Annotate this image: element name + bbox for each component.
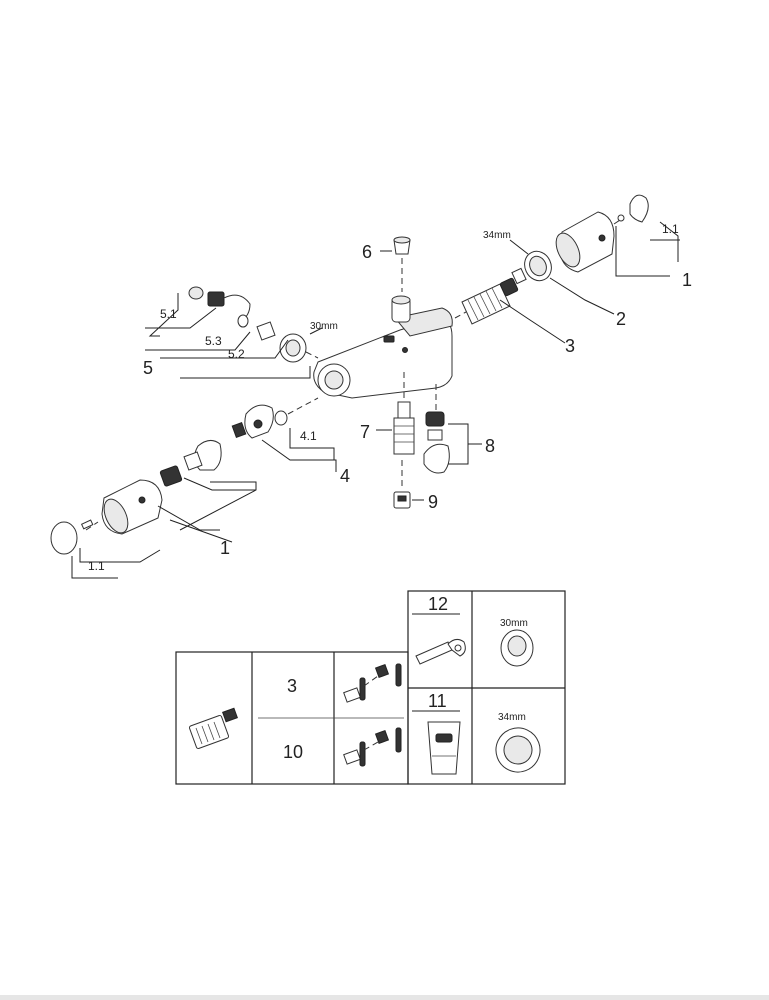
nut-30mm-icon (500, 629, 534, 667)
box-12-size: 30mm (500, 618, 528, 629)
part-8-handle-set: 8 (423, 384, 495, 474)
box-11-size: 34mm (498, 712, 526, 723)
cartridge-thermometer-icon-bottom (343, 727, 402, 767)
label-1-1-right: 1.1 (662, 222, 679, 236)
part-5-assembly: 5.1 5.3 5.2 30mm 5 (143, 286, 338, 379)
label-1-left: 1 (220, 538, 230, 558)
part-7-valve: 7 (360, 372, 415, 455)
row-bottom-number: 10 (283, 742, 303, 762)
label-30mm-top: 30mm (310, 321, 338, 332)
ring-34mm-icon (495, 727, 541, 773)
mixer-body (313, 295, 453, 399)
key-tool-icon (427, 721, 461, 775)
part-3-thermostat-cartridge: 3 (454, 267, 575, 356)
label-4: 4 (340, 466, 350, 486)
row-top-number: 3 (287, 676, 297, 696)
wrench-icon (415, 638, 466, 665)
spare-parts-table: 3 10 12 30mm 11 (175, 590, 566, 785)
part-1-handle-right: 1.1 1 (555, 194, 692, 290)
label-5: 5 (143, 358, 153, 378)
label-1-right: 1 (682, 270, 692, 290)
cartridge-thermometer-icon-top (343, 663, 402, 703)
label-3: 3 (565, 336, 575, 356)
label-2: 2 (616, 309, 626, 329)
box-11-number: 11 (428, 691, 447, 711)
part-1-handle-left: 1 1.1 (50, 440, 257, 579)
part-4-assembly: 4.1 4 (231, 397, 350, 486)
label-1-1-left: 1.1 (88, 559, 105, 573)
label-8: 8 (485, 436, 495, 456)
cartridge-icon (188, 707, 238, 750)
label-4-1: 4.1 (300, 429, 317, 443)
page-footer-bar (0, 995, 769, 1000)
box-12-number: 12 (428, 594, 448, 614)
label-5-2: 5.2 (228, 347, 245, 361)
label-6: 6 (362, 242, 372, 262)
label-9: 9 (428, 492, 438, 512)
part-6-cap: 6 (362, 236, 411, 292)
label-5-3: 5.3 (205, 334, 222, 348)
part-9-insert: 9 (393, 460, 438, 512)
label-7: 7 (360, 422, 370, 442)
part-2-ring: 34mm 2 (483, 230, 626, 329)
label-34mm-top: 34mm (483, 230, 511, 241)
label-5-1: 5.1 (160, 307, 177, 321)
